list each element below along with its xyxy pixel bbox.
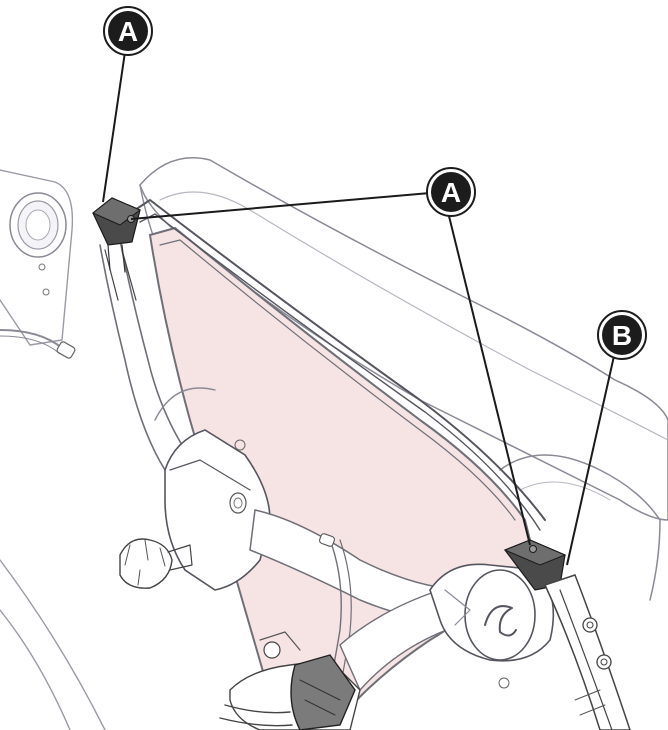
left-frame-tube <box>99 239 186 471</box>
callout-a-top: A <box>103 6 153 56</box>
right-hinge <box>429 563 555 662</box>
leader-lines <box>102 51 615 566</box>
center-clamp <box>154 387 271 591</box>
left-lower-tube <box>0 559 106 730</box>
leader-b <box>566 355 615 566</box>
callout-a-top-label: A <box>118 16 138 47</box>
callout-b: B <box>597 310 647 360</box>
leader-a-top <box>102 51 126 203</box>
adjustment-knob <box>119 538 193 589</box>
side-rail-b <box>498 574 631 730</box>
callout-a-right: A <box>426 167 476 217</box>
left-handle-tube <box>0 169 74 346</box>
callout-a-right-label: A <box>441 177 461 208</box>
brake-lever <box>219 631 361 730</box>
leader-a-right-upper <box>130 192 431 220</box>
bracket-a-right <box>503 539 567 591</box>
bracket-a-top <box>92 197 141 273</box>
leader-a-right-lower <box>447 211 531 546</box>
callout-b-label: B <box>612 320 632 351</box>
left-cable <box>0 329 76 359</box>
